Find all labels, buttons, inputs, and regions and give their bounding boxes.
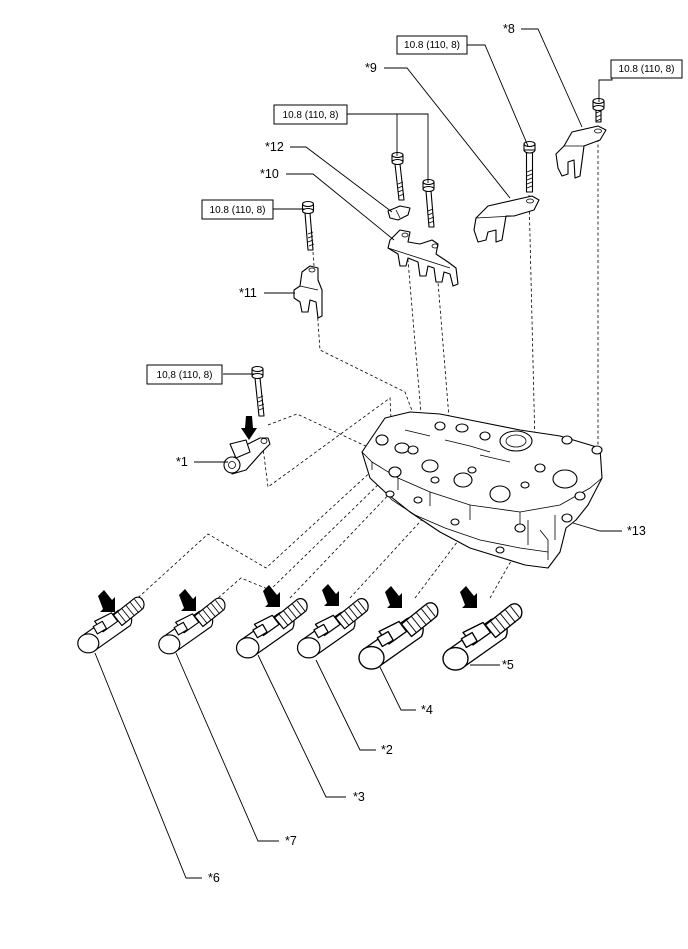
solenoid-7 [158, 589, 226, 655]
bolts [251, 97, 605, 417]
callout-2: *2 [381, 743, 393, 757]
install-direction-arrow-icon [385, 586, 402, 608]
callout-1: *1 [176, 455, 188, 469]
torque-spec-12: 10.8 (110, 8) [273, 104, 348, 125]
torque-value: 10.8 (110, 8) [404, 40, 460, 51]
callout-3: *3 [353, 790, 365, 804]
callout-6: *6 [208, 871, 220, 885]
torque-value: 10.8 (110, 8) [283, 110, 339, 121]
callout-11: *11 [239, 286, 257, 300]
callout-5: *5 [502, 658, 514, 672]
clip-12 [387, 205, 411, 221]
bracket-11 [293, 265, 323, 319]
bolt-9 [523, 140, 536, 193]
torque-value: 10,8 (110, 8) [157, 370, 213, 381]
brackets [293, 125, 607, 319]
bolt-11 [301, 200, 315, 251]
bracket-10 [387, 229, 459, 287]
install-direction-arrow-icon [179, 589, 196, 611]
torque-spec-11: 10.8 (110, 8) [201, 199, 274, 220]
torque-spec-9: 10.8 (110, 8) [396, 35, 468, 55]
install-direction-arrow-icon [98, 590, 115, 612]
torque-spec-8: 10.8 (110, 8) [610, 59, 683, 79]
valve-body [361, 411, 603, 569]
callout-7: *7 [285, 834, 297, 848]
callout-labels: *8 *9 *12 *10 *11 *1 *13 *5 *4 *2 *3 *7 … [176, 22, 646, 885]
bolt-1 [251, 365, 265, 417]
bolt-12b [422, 178, 435, 228]
solenoid-3 [235, 585, 308, 659]
callout-9: *9 [365, 61, 377, 75]
solenoid-1 [223, 416, 271, 475]
solenoid-2 [296, 584, 369, 659]
bolt-12a [391, 151, 405, 201]
torque-value: 10.8 (110, 8) [210, 205, 266, 216]
leader-lines [94, 28, 622, 879]
callout-8: *8 [503, 22, 515, 36]
install-direction-arrow-icon [241, 416, 257, 440]
callout-13: *13 [627, 524, 646, 538]
torque-value: 10.8 (110, 8) [619, 64, 675, 75]
install-direction-arrow-icon [460, 586, 477, 608]
solenoid-6 [77, 590, 145, 654]
solenoid-4 [358, 586, 439, 670]
install-direction-arrow-icon [322, 584, 339, 606]
bracket-8 [555, 125, 607, 179]
bracket-9 [473, 195, 540, 243]
callout-10: *10 [260, 167, 279, 181]
callout-12: *12 [265, 140, 284, 154]
callout-4: *4 [421, 703, 433, 717]
torque-spec-1: 10,8 (110, 8) [146, 364, 223, 385]
bolt-8 [592, 97, 605, 123]
